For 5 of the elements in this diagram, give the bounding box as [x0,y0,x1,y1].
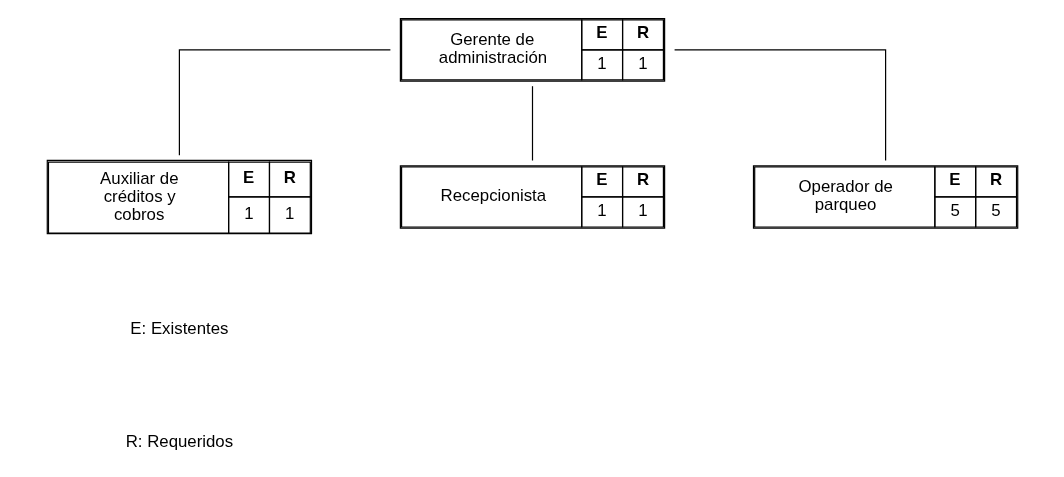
connector [531,85,533,161]
label: R: Requeridos [125,431,233,451]
label: E: Existentes [129,318,228,338]
connector [178,48,391,156]
connector [673,48,886,161]
